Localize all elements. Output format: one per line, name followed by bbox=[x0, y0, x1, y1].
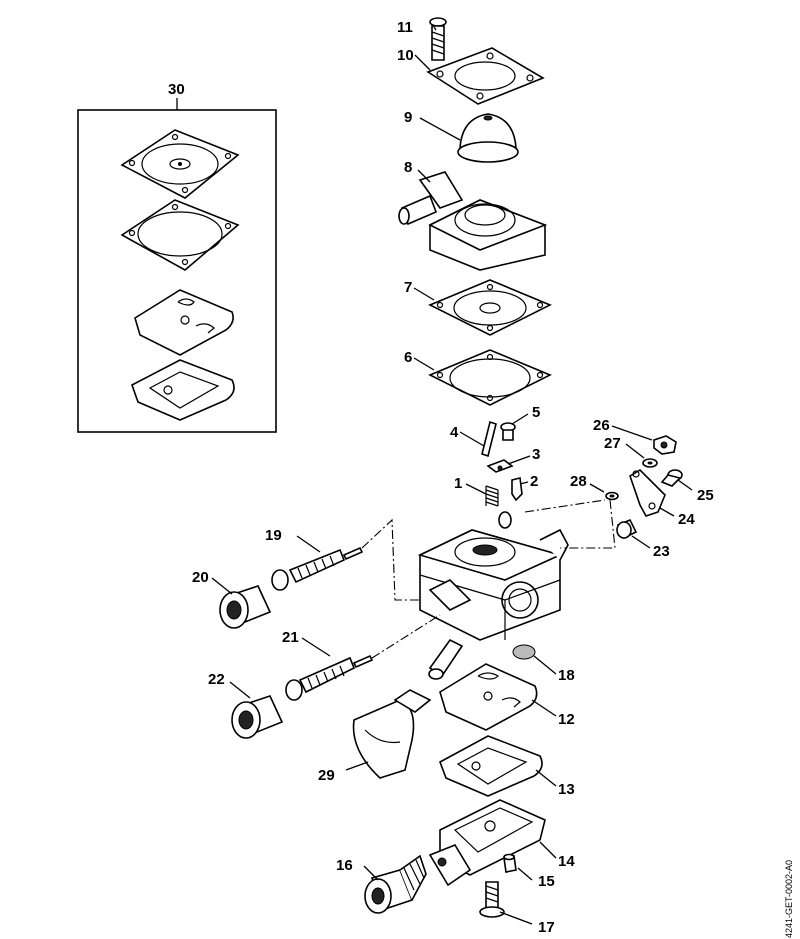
kit-metering-gasket bbox=[131, 359, 235, 421]
limiter-cap-22 bbox=[231, 695, 284, 739]
screw-25 bbox=[660, 469, 683, 487]
label-3: 3 bbox=[532, 446, 540, 463]
label-22: 22 bbox=[208, 671, 225, 688]
label-25: 25 bbox=[697, 487, 714, 504]
kit-box bbox=[77, 98, 277, 433]
label-27: 27 bbox=[604, 435, 621, 452]
pump-body-8 bbox=[398, 171, 548, 271]
label-8: 8 bbox=[404, 159, 412, 176]
gasket-6 bbox=[428, 349, 552, 406]
screen-18 bbox=[512, 644, 536, 660]
label-7: 7 bbox=[404, 279, 412, 296]
label-2: 2 bbox=[530, 473, 538, 490]
fitting-16 bbox=[364, 854, 427, 914]
screw-11 bbox=[429, 17, 447, 61]
lever-3 bbox=[486, 459, 514, 473]
label-15: 15 bbox=[538, 873, 555, 890]
nut-26 bbox=[653, 435, 677, 455]
label-13: 13 bbox=[558, 781, 575, 798]
gasket-13 bbox=[439, 735, 543, 797]
needle-2 bbox=[511, 477, 523, 502]
carburetor-body bbox=[417, 511, 569, 641]
kit-metering-diaphragm bbox=[134, 289, 234, 356]
diaphragm-7 bbox=[428, 279, 552, 336]
cover-plate-10 bbox=[426, 47, 545, 105]
label-19: 19 bbox=[265, 527, 282, 544]
label-24: 24 bbox=[678, 511, 695, 528]
washer-28 bbox=[605, 491, 619, 501]
label-18: 18 bbox=[558, 667, 575, 684]
primer-bulb-9 bbox=[457, 113, 519, 163]
bushing-23 bbox=[616, 518, 638, 540]
label-11: 11 bbox=[397, 19, 413, 36]
fuel-inlet bbox=[428, 638, 464, 680]
label-26: 26 bbox=[593, 417, 610, 434]
drawing-code: 4241-GET-0002-A0 bbox=[784, 859, 794, 938]
plug-15 bbox=[503, 853, 517, 873]
label-9: 9 bbox=[404, 109, 412, 126]
cover-14 bbox=[428, 799, 546, 887]
needle-21 bbox=[285, 654, 374, 701]
label-14: 14 bbox=[558, 853, 575, 870]
label-6: 6 bbox=[404, 349, 412, 366]
label-16: 16 bbox=[336, 857, 353, 874]
label-12: 12 bbox=[558, 711, 575, 728]
needle-19 bbox=[271, 546, 364, 591]
kit-gasket bbox=[120, 199, 240, 271]
label-5: 5 bbox=[532, 404, 540, 421]
lever-24 bbox=[629, 468, 666, 517]
metering-diaphragm-12 bbox=[439, 663, 538, 731]
spring-1 bbox=[485, 485, 499, 507]
label-21: 21 bbox=[282, 629, 299, 646]
kit-diaphragm bbox=[120, 129, 240, 199]
label-23: 23 bbox=[653, 543, 670, 560]
label-20: 20 bbox=[192, 569, 209, 586]
label-10: 10 bbox=[397, 47, 414, 64]
label-28: 28 bbox=[570, 473, 587, 490]
limiter-cap-20 bbox=[219, 585, 272, 629]
label-17: 17 bbox=[538, 919, 555, 936]
screw-17 bbox=[479, 881, 505, 918]
label-29: 29 bbox=[318, 767, 335, 784]
label-4: 4 bbox=[450, 424, 459, 441]
part-29 bbox=[352, 689, 432, 779]
pin-4 bbox=[481, 420, 497, 458]
label-30: 30 bbox=[168, 81, 185, 98]
washer-27 bbox=[642, 458, 658, 468]
screw-5 bbox=[500, 422, 516, 441]
label-1: 1 bbox=[454, 475, 462, 492]
